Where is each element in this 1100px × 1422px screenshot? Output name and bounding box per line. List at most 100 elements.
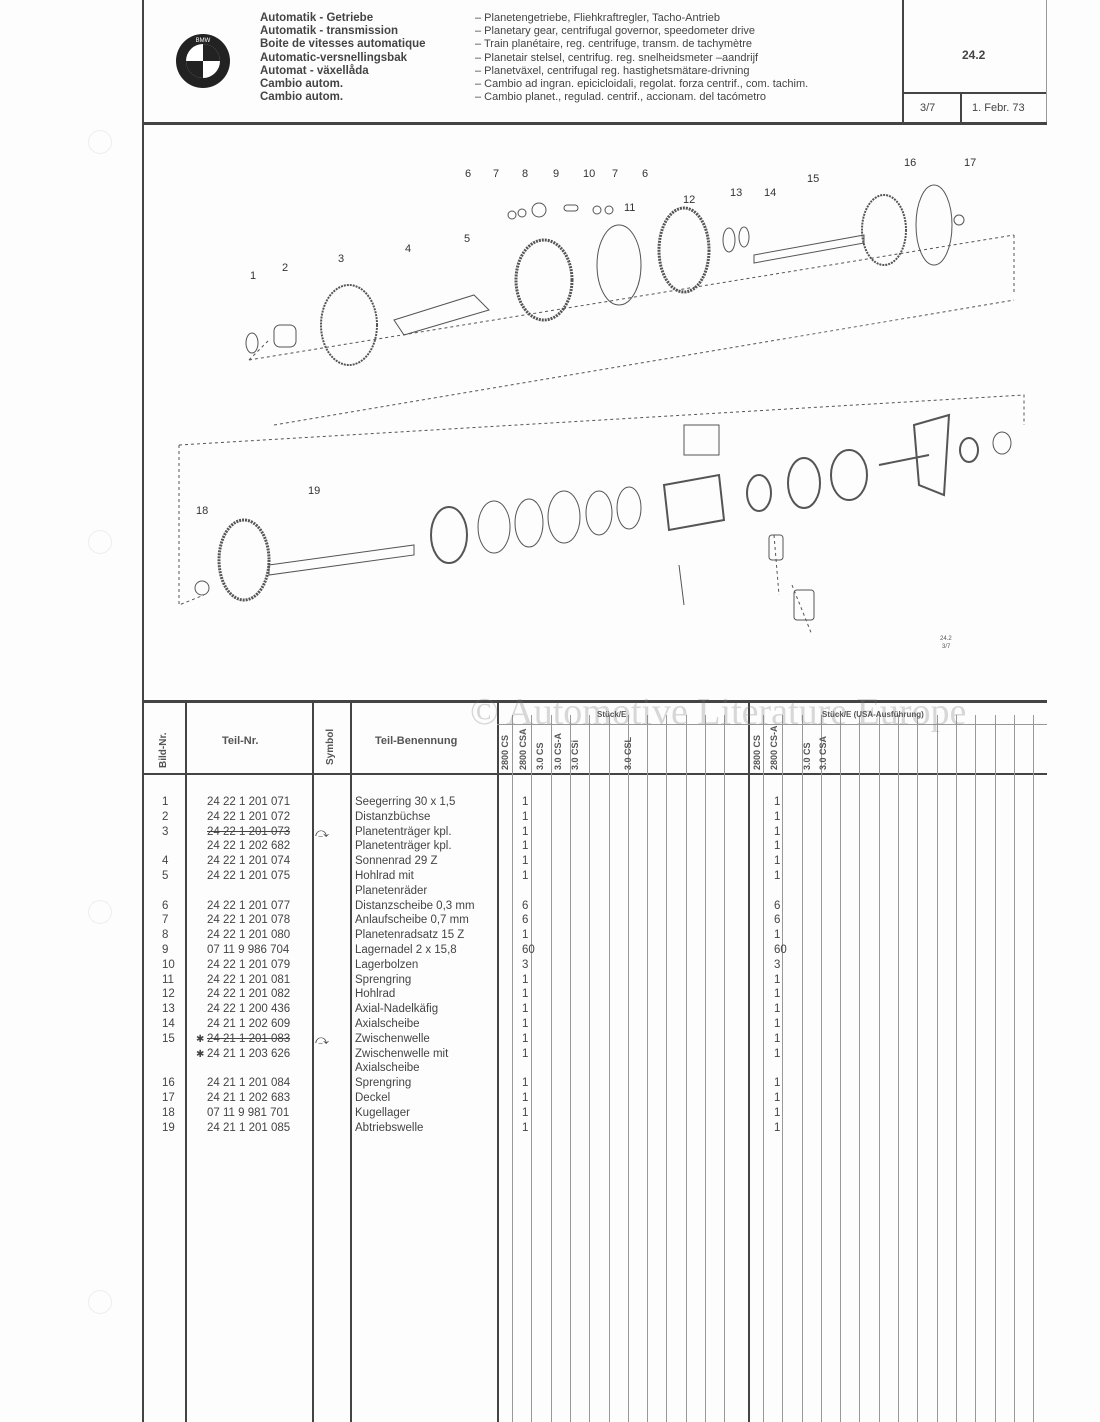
part-name: Zwischenwelle mit [355, 1047, 449, 1060]
qty-2800cs: 1 [522, 796, 529, 808]
model-header: 3.0 CS [535, 742, 545, 770]
exploded-view-diagram [178, 184, 1025, 636]
column-divider-thin [782, 715, 784, 1422]
part-name: Kugellager [355, 1106, 410, 1119]
qty-usa-2800cs: 1 [774, 825, 781, 838]
punch-hole [88, 130, 112, 154]
part-name: Hohlrad [355, 988, 396, 1001]
group-header-line [497, 724, 1047, 725]
callout-label: 12 [683, 194, 696, 206]
qty-usa-2800cs: 3 [774, 958, 781, 971]
watermark: © Automotive Literature Europe [470, 691, 967, 733]
diagram-ref: 24.2 [940, 636, 952, 642]
snap-ring-part [596, 224, 642, 306]
needle-cage-part [722, 227, 736, 253]
part-name: Zwischenwelle [355, 1032, 430, 1045]
part-number: 24 22 1 201 078 [207, 914, 291, 927]
header-divider-v2 [960, 92, 962, 122]
group-number: 24.2 [962, 48, 986, 62]
callout-label: 17 [964, 157, 977, 169]
diagram-ref-page: 3/7 [942, 644, 951, 650]
qty-usa-2800cs: 60 [774, 944, 787, 956]
column-divider-thin [1013, 715, 1015, 1422]
header-divider [142, 122, 1047, 125]
ring-gear-part [514, 238, 574, 322]
part-number: 24 22 1 201 082 [207, 988, 291, 1001]
qty-2800cs: 1 [522, 1121, 529, 1134]
column-divider-thin [975, 715, 977, 1422]
column-divider [497, 703, 499, 1422]
part-name: Hohlrad mit [355, 870, 414, 882]
part-number: 24 22 1 200 436 [207, 1003, 291, 1016]
part-number: 24 21 1 202 683 [207, 1092, 291, 1104]
column-divider-thin [917, 715, 919, 1422]
bild-nr: 18 [162, 1106, 175, 1119]
circlip-part [245, 332, 259, 354]
column-divider-thin [840, 715, 842, 1422]
issue-date: 1. Febr. 73 [972, 102, 1025, 114]
output-shaft-part [217, 518, 271, 602]
replacement-symbol: ⤼ [315, 824, 329, 840]
qty-usa-2800cs: 1 [774, 870, 781, 882]
qty-usa-2800cs: 1 [774, 1092, 781, 1104]
callout-label: 18 [196, 505, 209, 517]
header-divider-v [902, 0, 904, 122]
header-title-5: Cambio autom. [260, 78, 344, 90]
speedometer-drive-part [793, 589, 815, 621]
bild-nr: 1 [162, 796, 169, 808]
assembly-axis-line [178, 394, 1025, 606]
header-title-2: Boite de vitesses automatique [260, 38, 426, 51]
part-name: Sonnenrad 29 Z [355, 855, 438, 868]
column-divider [748, 703, 750, 1422]
column-divider-thin [550, 715, 552, 1422]
qty-usa-2800cs: 1 [774, 1077, 781, 1090]
qty-2800cs: 3 [522, 958, 529, 971]
qty-2800cs: 1 [522, 1077, 529, 1090]
col-header-group2: Stück/E (USA-Ausführung) [822, 710, 924, 719]
col-header-group1: Stück/E [597, 710, 627, 719]
model-header: 3.0 CS-A [552, 732, 563, 770]
callout-label: 8 [522, 168, 529, 180]
sun-gear-part [393, 294, 490, 336]
header-desc-0: – Planetengetriebe, Fliehkraftregler, Ta… [475, 12, 720, 24]
part-number: 24 21 1 201 083 [207, 1032, 291, 1045]
callout-label: 5 [464, 233, 471, 245]
qty-2800cs: 1 [522, 825, 529, 838]
model-header: 2800 CSA [517, 728, 528, 770]
qty-usa-2800cs: 1 [774, 1003, 781, 1016]
replacement-symbol: ⤼ [315, 1031, 329, 1047]
qty-usa-2800cs: 1 [774, 810, 781, 823]
column-divider [350, 703, 352, 1422]
bild-nr: 4 [162, 855, 169, 868]
column-divider-thin [1033, 715, 1035, 1422]
column-divider [185, 703, 187, 1422]
star-marker: ✱ [196, 1033, 205, 1045]
bild-nr: 3 [162, 825, 169, 838]
column-divider-thin [820, 715, 822, 1422]
model-header-usa: 3.0 CSA [818, 735, 828, 770]
header-desc-4: – Planetväxel, centrifugal reg. hastighe… [475, 64, 750, 77]
header-desc-6: – Cambio planet., regulad. centrif., acc… [475, 91, 767, 104]
ring-gear-12-part [657, 206, 711, 294]
part-name: Axialscheibe [355, 1062, 420, 1075]
planet-carrier-part [320, 284, 378, 366]
part-number: 24 22 1 201 080 [207, 929, 291, 942]
model-header: 2800 CS [500, 734, 510, 770]
table-header-border [142, 773, 1047, 775]
callout-label: 19 [308, 485, 321, 497]
qty-usa-2800cs: 1 [774, 1032, 781, 1045]
qty-usa-2800cs: 1 [774, 855, 781, 868]
qty-2800cs: 1 [522, 1003, 529, 1016]
part-name: Planetenträger kpl. [355, 825, 452, 838]
column-divider-thin [801, 715, 803, 1422]
column-divider-thin [705, 715, 706, 1422]
